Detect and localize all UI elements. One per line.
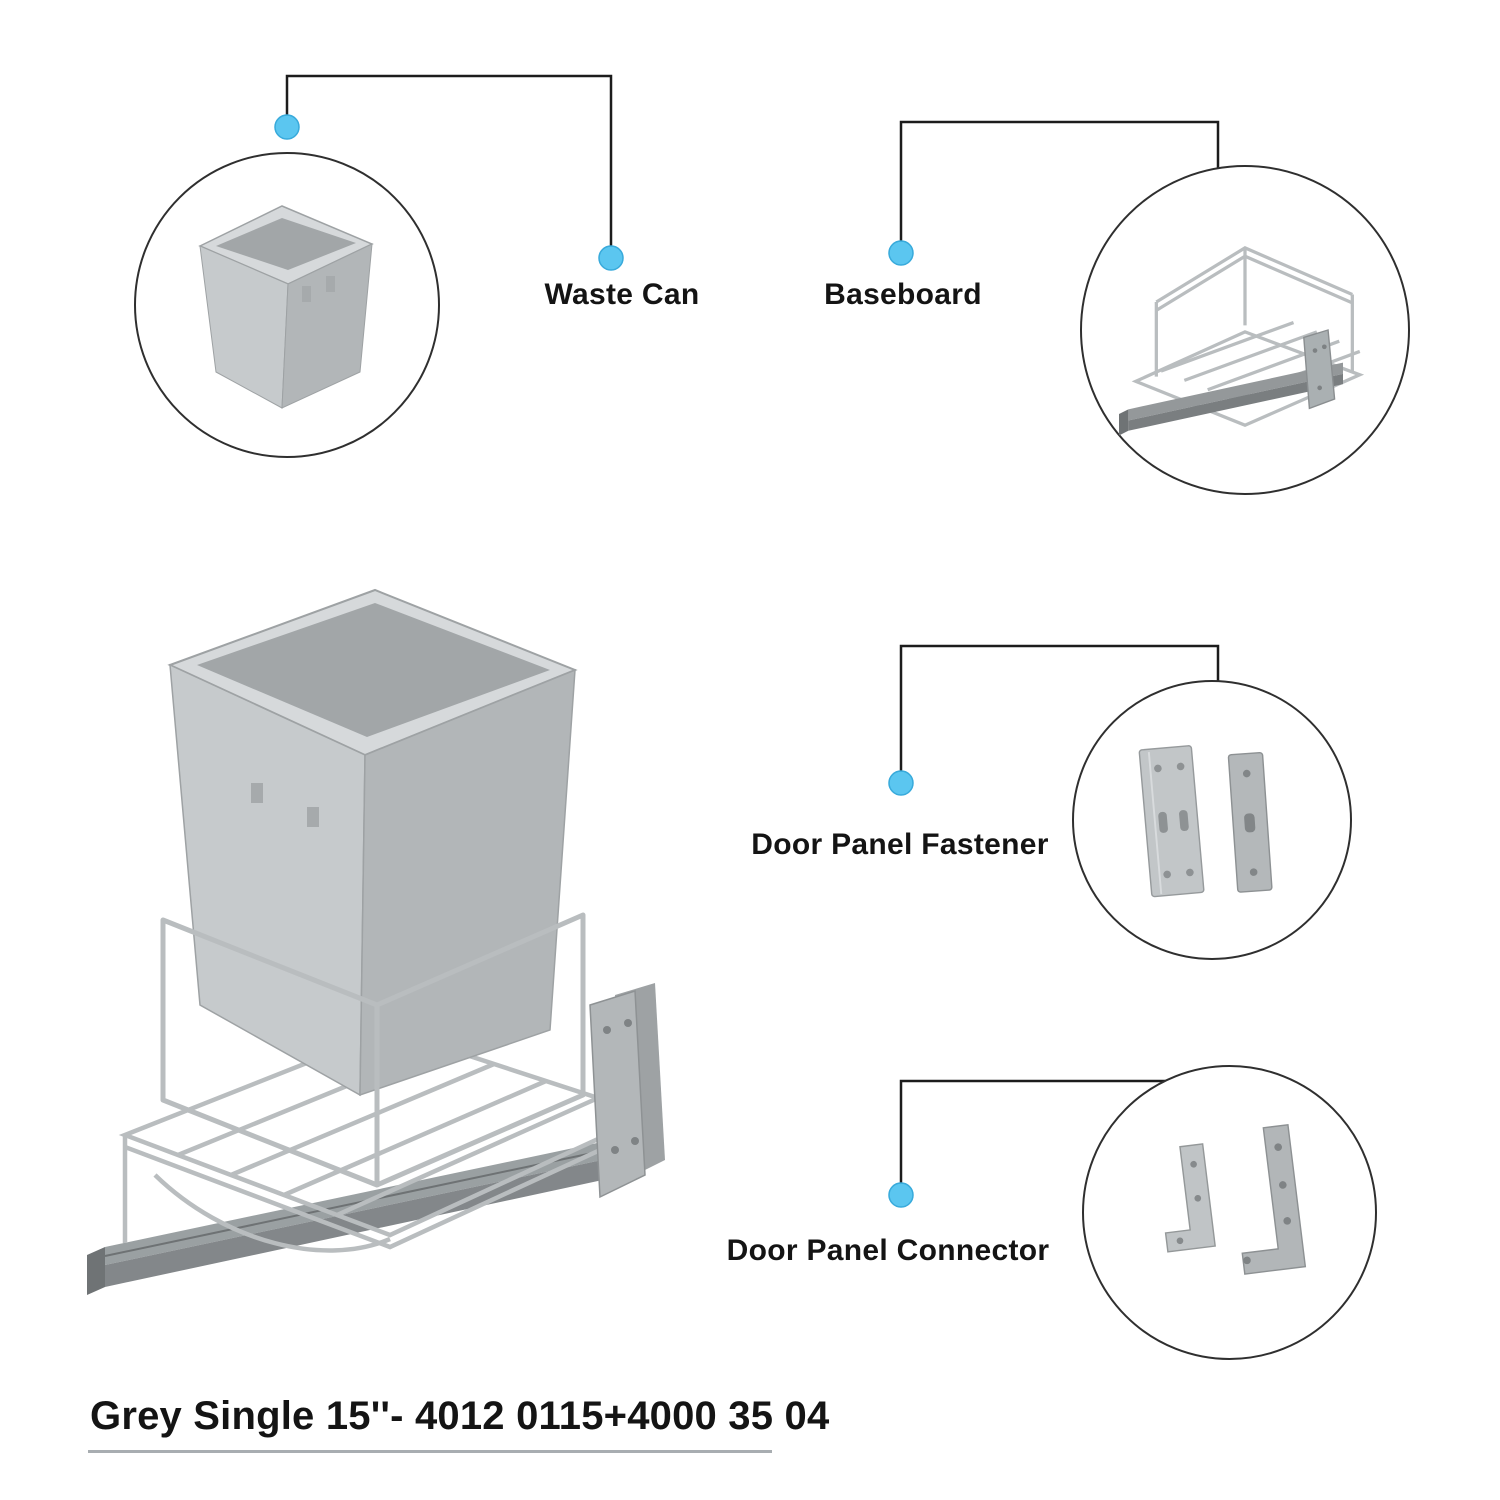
callout-dot — [888, 770, 914, 796]
callout-dot — [274, 114, 300, 140]
door-panel-connector-icon — [1164, 1124, 1306, 1275]
wire-platform — [118, 1027, 657, 1253]
door-panel-connector-thumbnail-circle — [1082, 1065, 1377, 1360]
pullout-waste-can-assembly-icon — [87, 588, 665, 1295]
waste-can-thumbnail-circle — [134, 152, 440, 458]
callout-dot — [888, 1182, 914, 1208]
door-panel-connector-label: Door Panel Connector — [726, 1234, 1050, 1267]
baseboard-label: Baseboard — [824, 278, 982, 311]
callout-dot — [598, 245, 624, 271]
assembled-unit-illustration — [55, 575, 705, 1345]
door-panel-fastener-thumbnail-circle — [1072, 680, 1352, 960]
baseboard-icon — [1119, 246, 1365, 436]
wire-hoop — [160, 912, 586, 1188]
door-panel-fastener-icon — [1138, 745, 1273, 898]
title-underline — [88, 1450, 772, 1453]
waste-can-large — [167, 588, 578, 1097]
callout-dot — [888, 240, 914, 266]
waste-can-icon — [198, 205, 374, 409]
mounting-bracket — [589, 983, 665, 1199]
waste-can-label: Waste Can — [544, 278, 700, 311]
baseboard-thumbnail-circle — [1080, 165, 1410, 495]
product-title: Grey Single 15''- 4012 0115+4000 35 04 — [90, 1394, 830, 1438]
door-panel-fastener-label: Door Panel Fastener — [751, 828, 1049, 861]
